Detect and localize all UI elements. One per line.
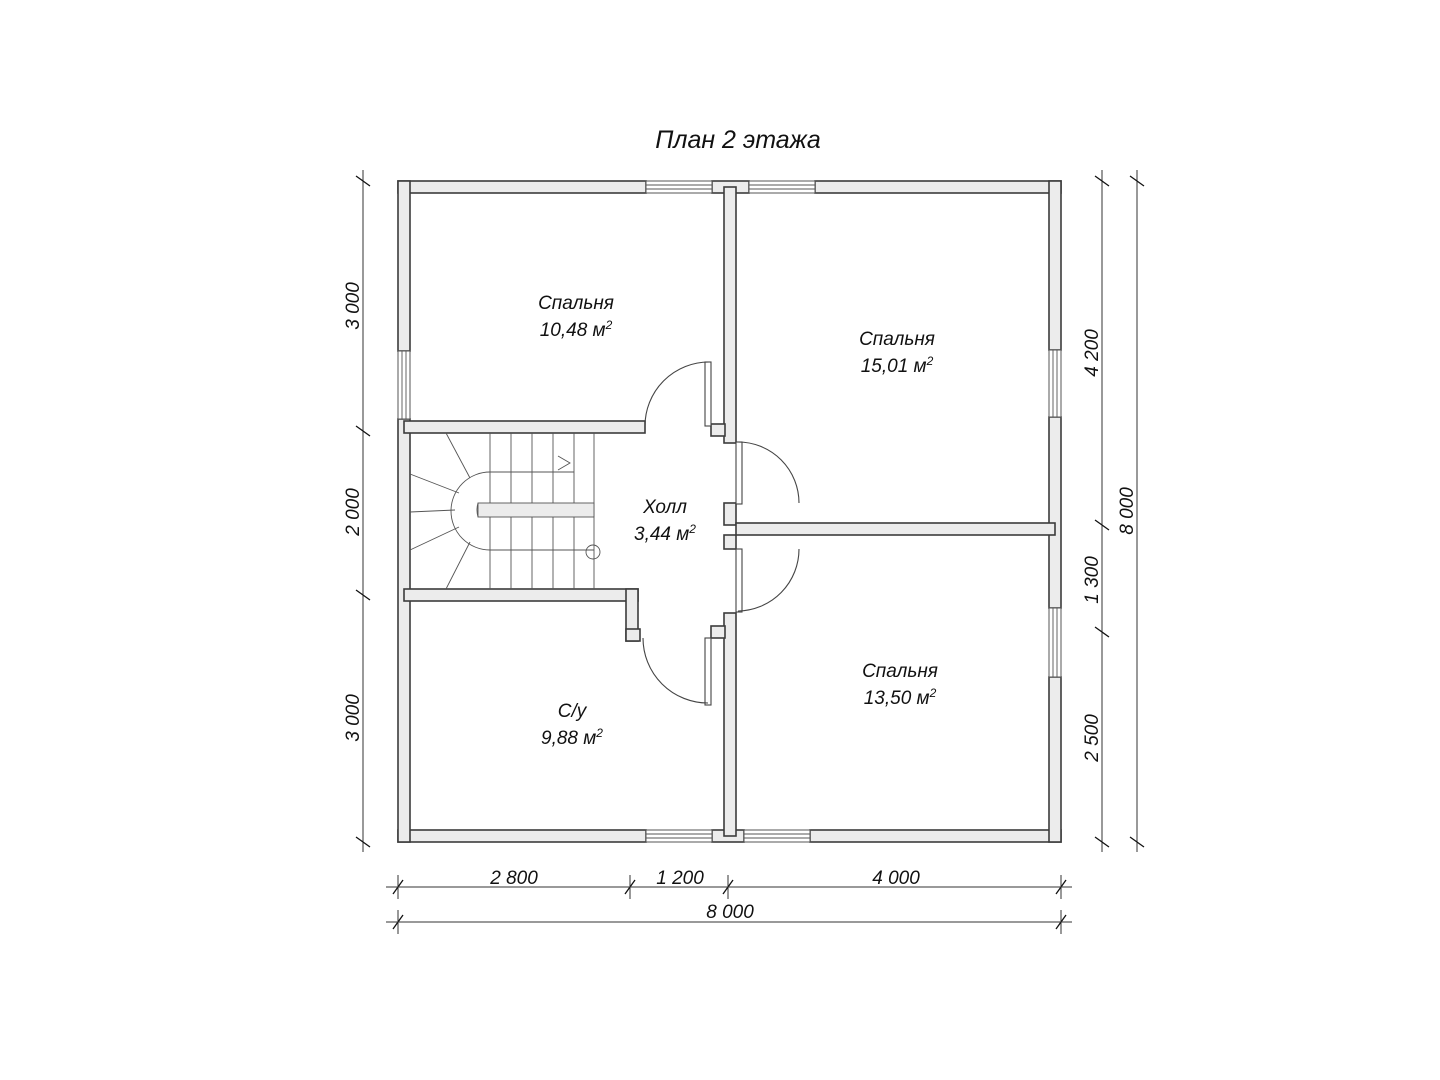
room-bedroom-2-area: 15,01 м2 — [861, 354, 934, 377]
room-labels: Спальня 10,48 м2 Спальня 15,01 м2 Холл 3… — [538, 293, 938, 749]
dim-bottom-1: 2 800 — [489, 868, 538, 889]
plan-title: План 2 этажа — [655, 126, 821, 154]
room-bedroom-3-area: 13,50 м2 — [864, 686, 937, 709]
dimension-labels: 2 800 1 200 4 000 8 000 3 000 2 000 3 00… — [343, 282, 1138, 923]
room-bedroom-1-area: 10,48 м2 — [540, 318, 613, 341]
staircase — [409, 432, 601, 590]
dim-right-total: 8 000 — [1117, 487, 1138, 535]
windows — [397, 180, 1062, 843]
dim-left-1: 3 000 — [343, 282, 364, 330]
dim-bottom-3: 4 000 — [872, 868, 920, 889]
room-bathroom-name: С/у — [558, 701, 588, 722]
room-hall-name: Холл — [642, 497, 687, 518]
dim-right-1: 4 200 — [1082, 329, 1103, 377]
room-bathroom-area: 9,88 м2 — [541, 726, 603, 749]
dim-right-2: 1 300 — [1082, 556, 1103, 604]
room-bedroom-1-name: Спальня — [538, 293, 614, 314]
dim-left-2: 2 000 — [343, 488, 364, 537]
doors — [642, 361, 800, 706]
dim-bottom-total: 8 000 — [706, 902, 754, 923]
room-bedroom-3-name: Спальня — [862, 661, 938, 682]
dim-left-3: 3 000 — [343, 694, 364, 742]
room-bedroom-2-name: Спальня — [859, 329, 935, 350]
dim-bottom-2: 1 200 — [656, 868, 704, 889]
room-hall-area: 3,44 м2 — [634, 522, 696, 545]
dim-right-3: 2 500 — [1082, 714, 1103, 763]
dimension-lines — [355, 170, 1145, 934]
